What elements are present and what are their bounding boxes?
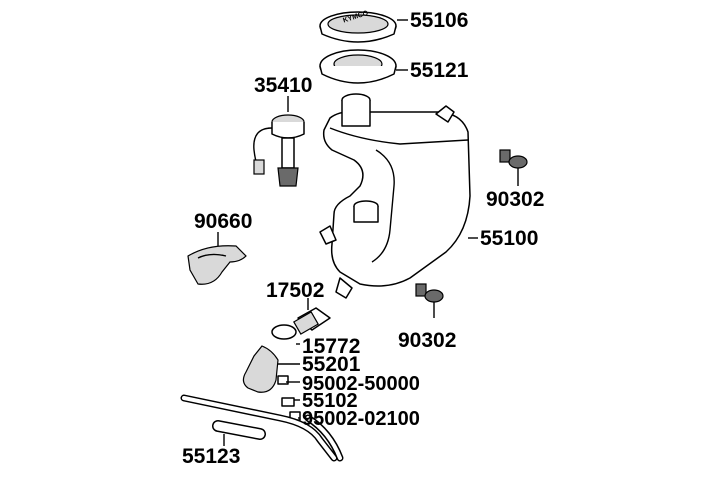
label-55100: 55100 <box>480 227 538 250</box>
label-55123: 55123 <box>182 445 240 468</box>
hose-clip <box>271 324 300 345</box>
label-95002-02100: 95002-02100 <box>302 408 420 430</box>
label-90660: 90660 <box>194 210 252 233</box>
clip-a <box>277 375 300 385</box>
label-15772: 15772 <box>302 335 360 358</box>
small-hose <box>281 397 300 407</box>
cap-gasket <box>319 49 397 84</box>
mounting-clamp <box>187 232 247 285</box>
label-95002-50000: 95002-50000 <box>302 373 420 395</box>
level-sensor <box>253 96 305 187</box>
hose-fitting <box>293 298 331 335</box>
label-55121: 55121 <box>410 59 469 82</box>
coolant-tank <box>319 93 471 299</box>
label-35410: 35410 <box>254 74 312 97</box>
radiator-cap: KYMCO <box>319 10 397 43</box>
label-55201: 55201 <box>302 353 361 376</box>
bolt-upper <box>499 149 528 186</box>
overflow-hose <box>180 394 344 462</box>
label-55102: 55102 <box>302 390 358 412</box>
bolt-lower <box>415 283 444 318</box>
label-90302-lower: 90302 <box>398 329 456 352</box>
label-17502: 17502 <box>266 279 324 302</box>
label-90302-upper: 90302 <box>486 188 544 211</box>
hose-elbow <box>242 345 300 393</box>
label-55106: 55106 <box>410 9 468 32</box>
